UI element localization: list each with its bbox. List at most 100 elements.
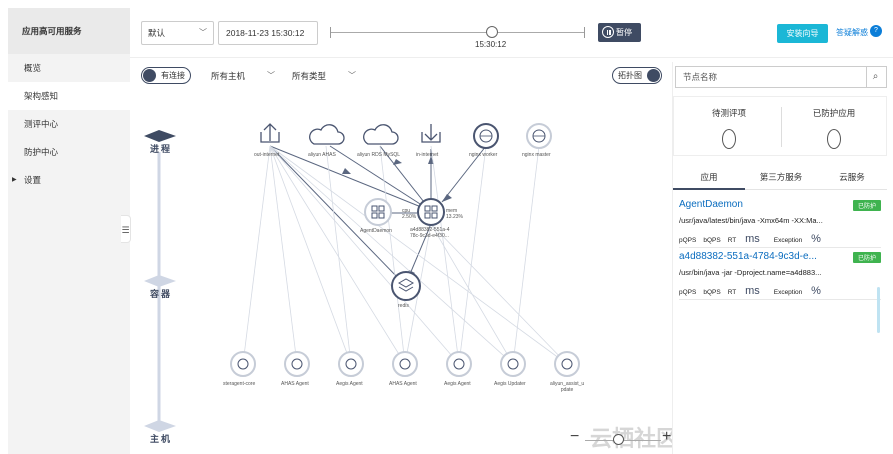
host-node xyxy=(500,351,526,377)
apps-icon-cell xyxy=(378,212,385,219)
edge xyxy=(269,145,514,365)
apps-icon-cell xyxy=(371,205,378,212)
edge xyxy=(379,145,406,365)
topology-graph[interactable]: 进程 容器 主机 out-internet aliyun AHAS aliyun… xyxy=(130,94,670,454)
lane-label-container: 容器 xyxy=(150,289,173,299)
upload-icon xyxy=(260,123,280,143)
app-card[interactable]: AgentDaemon 已防护 /usr/java/latest/bin/jav… xyxy=(679,199,881,245)
type-filter-value: 所有类型 xyxy=(292,71,327,81)
cloud-icon xyxy=(309,124,345,145)
pause-button[interactable]: 暂停 xyxy=(598,23,641,42)
protected-badge: 已防护 xyxy=(852,252,881,263)
edge xyxy=(329,145,432,212)
stat-pending-label: 待测评项 xyxy=(711,108,746,118)
host-filter-value: 所有主机 xyxy=(211,71,246,81)
node-label-aliyun-rds: aliyun RDS MySQL xyxy=(357,152,401,158)
panel-scrollbar[interactable] xyxy=(877,287,880,333)
topology-toggle[interactable]: 拓扑图 xyxy=(612,67,662,84)
process-icon xyxy=(561,358,573,370)
help-icon[interactable]: ? xyxy=(870,25,882,37)
apps-icon xyxy=(424,205,438,219)
arrowhead xyxy=(442,194,452,202)
environment-select[interactable]: 默认﹀ xyxy=(141,21,214,45)
host-node xyxy=(554,351,580,377)
center-id-line2: 78c-9c3d-e4f30... xyxy=(410,233,449,239)
type-filter-select[interactable]: 所有类型﹀ xyxy=(286,66,356,86)
edge xyxy=(458,145,487,365)
lane-label-process: 进程 xyxy=(150,144,173,154)
edge xyxy=(269,145,352,365)
sidebar-item-protection[interactable]: 防护中心 xyxy=(8,138,130,166)
edge xyxy=(269,145,406,365)
toggle-knob xyxy=(143,69,156,82)
chevron-down-icon: ﹀ xyxy=(267,71,275,80)
metric-rt: RT ms xyxy=(727,233,767,245)
node-label-host: AHAS Agent xyxy=(281,381,309,387)
edge xyxy=(269,145,298,365)
sidebar-brand: 应用高可用服务 xyxy=(8,8,130,54)
apps-icon xyxy=(371,205,385,219)
node-search-input[interactable]: 节点名称⌕ xyxy=(675,66,887,88)
metric-exception: Exception % xyxy=(774,285,828,297)
card-divider xyxy=(679,299,881,300)
agent-daemon-node xyxy=(364,198,392,226)
stat-protected: 已防护应用 xyxy=(784,107,884,149)
app-name[interactable]: a4d88382-551a-4784-9c3d-e... xyxy=(679,251,817,262)
sidebar-item-settings[interactable]: ▶设置 xyxy=(8,166,130,194)
sidebar-item-evaluation[interactable]: 测评中心 xyxy=(8,110,130,138)
app-card[interactable]: a4d88382-551a-4784-9c3d-e... 已防护 /usr/bi… xyxy=(679,251,881,297)
datetime-input[interactable]: 2018-11-23 15:30:12 xyxy=(218,21,318,45)
timeline-label: 15:30:12 xyxy=(475,40,507,49)
arrowhead xyxy=(428,156,434,164)
host-filter-select[interactable]: 所有主机 ﹀ xyxy=(205,66,275,86)
zoom-out-button[interactable]: − xyxy=(570,428,580,445)
node-label-host: AHAS Agent xyxy=(389,381,417,387)
panel-tabs: 应用 第三方服务 云服务 xyxy=(673,164,887,190)
mem-value: 13.23% xyxy=(446,214,463,220)
edge-group-hosts xyxy=(242,145,568,365)
app-name[interactable]: AgentDaemon xyxy=(679,199,743,210)
zoom-in-button[interactable]: + xyxy=(662,428,672,445)
process-icon xyxy=(507,358,519,370)
metric-rt-label: RT xyxy=(727,237,737,244)
timeline-handle[interactable] xyxy=(486,26,498,38)
metric-rt-label: RT xyxy=(727,289,737,296)
host-node xyxy=(284,351,310,377)
zoom-slider-handle[interactable] xyxy=(613,434,624,445)
process-icon xyxy=(453,358,465,370)
node-label-host: Aegis Agent xyxy=(444,381,471,387)
metric-rt-unit: ms xyxy=(745,285,760,297)
sidebar-collapse-handle[interactable]: ☰ xyxy=(121,215,131,243)
search-icon[interactable]: ⌕ xyxy=(866,67,884,87)
environment-select-value: 默认 xyxy=(148,28,166,38)
edge xyxy=(430,145,460,365)
topology-canvas xyxy=(144,123,580,432)
tab-third-party[interactable]: 第三方服务 xyxy=(759,172,803,182)
metric-exception-unit: % xyxy=(811,233,821,245)
sidebar-item-overview[interactable]: 概览 xyxy=(8,54,130,82)
apps-icon-cell xyxy=(424,212,431,219)
tab-cloud-services[interactable]: 云服务 xyxy=(839,172,865,182)
host-node xyxy=(338,351,364,377)
install-guide-button[interactable]: 安装向导 xyxy=(777,24,828,43)
metric-exception-label: Exception xyxy=(773,237,803,244)
connected-toggle[interactable]: 有连接 xyxy=(141,67,191,84)
faq-link[interactable]: 答疑解惑 xyxy=(836,28,868,37)
apps-icon-cell xyxy=(371,212,378,219)
sidebar-item-architecture[interactable]: 架构感知 xyxy=(8,82,130,110)
edge xyxy=(441,145,487,203)
center-process-node xyxy=(417,198,445,226)
node-label-out-internet: out-internet xyxy=(254,152,280,158)
edge xyxy=(269,145,568,365)
host-label-line1: aliyun_assist_u xyxy=(550,381,585,387)
node-label-redis: redis xyxy=(398,303,409,309)
node-label-host: Aegis Agent xyxy=(336,381,363,387)
node-label-agent-daemon: AgentDaemon xyxy=(360,228,392,234)
stat-protected-label: 已防护应用 xyxy=(812,108,856,118)
sidebar-item-label: 防护中心 xyxy=(24,147,59,157)
timeline-track[interactable] xyxy=(330,32,584,33)
tab-apps[interactable]: 应用 xyxy=(673,164,745,190)
topology-toggle-label: 拓扑图 xyxy=(618,71,642,80)
